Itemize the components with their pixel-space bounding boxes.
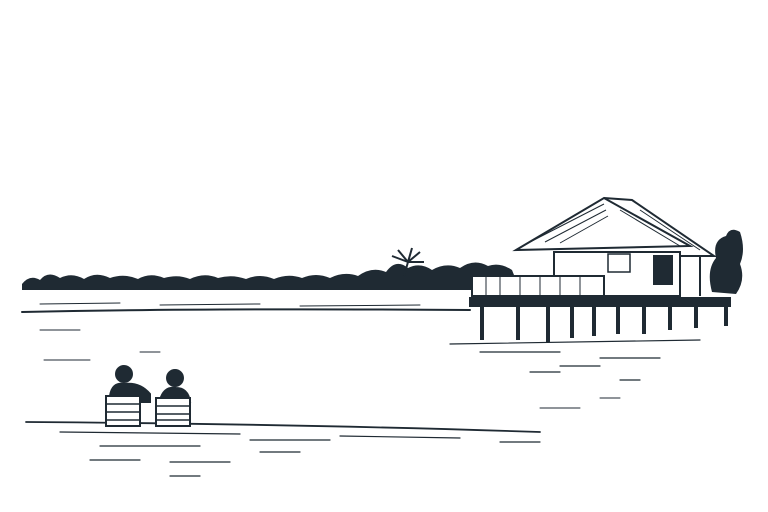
stilt-hut (469, 196, 731, 342)
person-left (115, 365, 133, 383)
couple-on-beach-chairs (105, 365, 192, 427)
person-right (166, 369, 184, 387)
shoreline-tree (709, 229, 743, 294)
distant-treeline (22, 247, 520, 290)
beach-chairs (105, 395, 191, 427)
hut-stilts (480, 306, 728, 342)
hut-roof (512, 196, 694, 252)
water-lines (21, 302, 701, 477)
hut-deck (469, 297, 731, 307)
palm-tree (391, 247, 424, 277)
hut-deck-railing (471, 275, 605, 297)
